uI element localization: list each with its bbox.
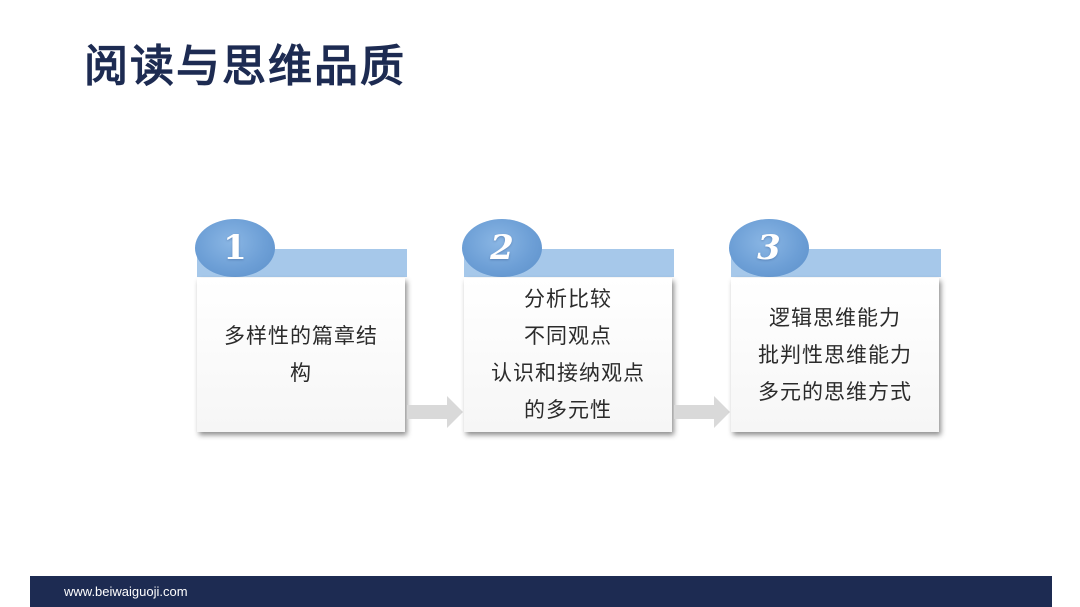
step-text-line: 构 xyxy=(290,361,312,385)
arrow-right-icon xyxy=(674,396,730,428)
step-number-badge: 1 xyxy=(195,219,275,277)
step-number-badge: 3 xyxy=(729,219,809,277)
step-number: 2 xyxy=(490,228,514,268)
footer-url: www.beiwaiguoji.com xyxy=(64,584,188,599)
step-text-line: 分析比较 xyxy=(524,287,612,311)
step-number-badge: 2 xyxy=(462,219,542,277)
step-text-line: 多元的思维方式 xyxy=(758,379,912,404)
step-text-line: 的多元性 xyxy=(524,398,612,422)
step-content-box: 分析比较 不同观点 认识和接纳观点 的多元性 xyxy=(464,278,672,432)
step-card-3: 3 逻辑思维能力 批判性思维能力 多元的思维方式 xyxy=(729,218,941,438)
step-number: 3 xyxy=(757,228,781,268)
step-text-line: 不同观点 xyxy=(524,324,612,348)
arrow-right-icon xyxy=(407,396,463,428)
step-text-line: 逻辑思维能力 xyxy=(769,305,901,330)
page-title: 阅读与思维品质 xyxy=(84,41,406,92)
step-card-2: 2 分析比较 不同观点 认识和接纳观点 的多元性 xyxy=(462,218,674,438)
step-text-line: 认识和接纳观点 xyxy=(491,361,645,385)
step-number: 1 xyxy=(223,228,247,268)
step-content-box: 逻辑思维能力 批判性思维能力 多元的思维方式 xyxy=(731,278,939,432)
step-content-box: 多样性的篇章结 构 xyxy=(197,278,405,432)
step-card-1: 1 多样性的篇章结 构 xyxy=(195,218,407,438)
step-text-line: 多样性的篇章结 xyxy=(224,324,378,348)
footer-bar: www.beiwaiguoji.com xyxy=(30,576,1052,607)
step-text-line: 批判性思维能力 xyxy=(758,342,912,367)
